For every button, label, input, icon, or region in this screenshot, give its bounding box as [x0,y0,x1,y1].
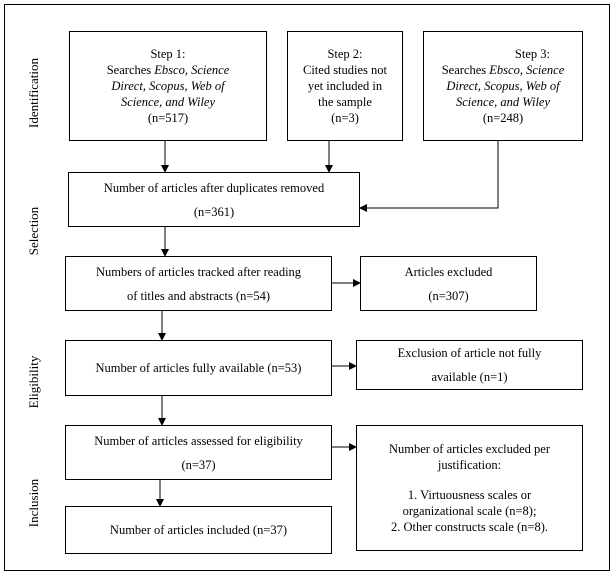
duplicates-box: Number of articles after duplicates remo… [68,172,360,227]
assessed-count: (n=37) [181,457,216,472]
step1-title: Step 1: [150,47,186,61]
tracked-box: Numbers of articles tracked after readin… [65,256,332,311]
step2-text-line1: Cited studies not [302,63,388,77]
duplicates-text: Number of articles after duplicates remo… [103,180,325,195]
assessed-text: Number of articles assessed for eligibil… [94,433,303,448]
step1-search-prefix: Searches [106,63,155,77]
excluded3-text-line2: justification: [437,458,502,472]
step1-box: Step 1: Searches Ebsco, Science Direct, … [69,31,267,141]
excluded2-box: Exclusion of article not fully available… [356,340,583,390]
included-box: Number of articles included (n=37) [65,506,332,554]
step2-title: Step 2: [327,47,363,61]
arrow-step3-to-duplicates [359,141,499,212]
step3-databases-line3: Science, and Wiley [455,95,551,109]
excluded3-reason2: 2. Other constructs scale (n=8). [390,520,548,534]
duplicates-count: (n=361) [193,204,235,219]
step3-databases-line2: Direct, Scopus, Web of [446,79,560,93]
step1-databases-line3: Science, and Wiley [120,95,216,109]
step1-count: (n=517) [147,111,189,125]
step3-search-line: Searches Ebsco, Science [442,62,565,78]
tracked-text-line2: of titles and abstracts (n=54) [126,288,271,303]
step2-box: Step 2: Cited studies not yet included i… [287,31,403,141]
step3-box: Step 3: Searches Ebsco, Science Direct, … [423,31,583,141]
step2-text-line2: yet included in [307,79,383,93]
excluded3-text-line1: Number of articles excluded per [388,442,551,456]
step3-count: (n=248) [482,111,524,125]
step2-text-line3: the sample [318,95,372,109]
diagram-frame [4,4,610,571]
step3-title: Step 3: [514,47,550,61]
available-text: Number of articles fully available (n=53… [95,361,302,375]
excluded1-box: Articles excluded (n=307) [360,256,537,311]
step1-search-databases: Ebsco, Science [154,63,230,77]
excluded3-box: Number of articles excluded per justific… [356,425,583,551]
excluded3-reason1-line2: organizational scale (n=8); [402,504,537,518]
step3-search-databases: Ebsco, Science [489,63,565,77]
step3-search-prefix: Searches [441,63,490,77]
step1-databases-line2: Direct, Scopus, Web of [111,79,225,93]
excluded1-count: (n=307) [428,288,469,303]
step2-count: (n=3) [331,111,359,125]
excluded1-text: Articles excluded [404,264,493,279]
excluded3-reason1-line1: 1. Virtuousness scales or [407,488,532,502]
available-box: Number of articles fully available (n=53… [65,340,332,396]
included-text: Number of articles included (n=37) [109,523,288,537]
assessed-box: Number of articles assessed for eligibil… [65,425,332,480]
step1-search-line: Searches Ebsco, Science [107,62,230,78]
tracked-text-line1: Numbers of articles tracked after readin… [95,264,302,279]
excluded2-text-line2: available (n=1) [431,370,508,384]
excluded2-text-line1: Exclusion of article not fully [397,346,542,360]
